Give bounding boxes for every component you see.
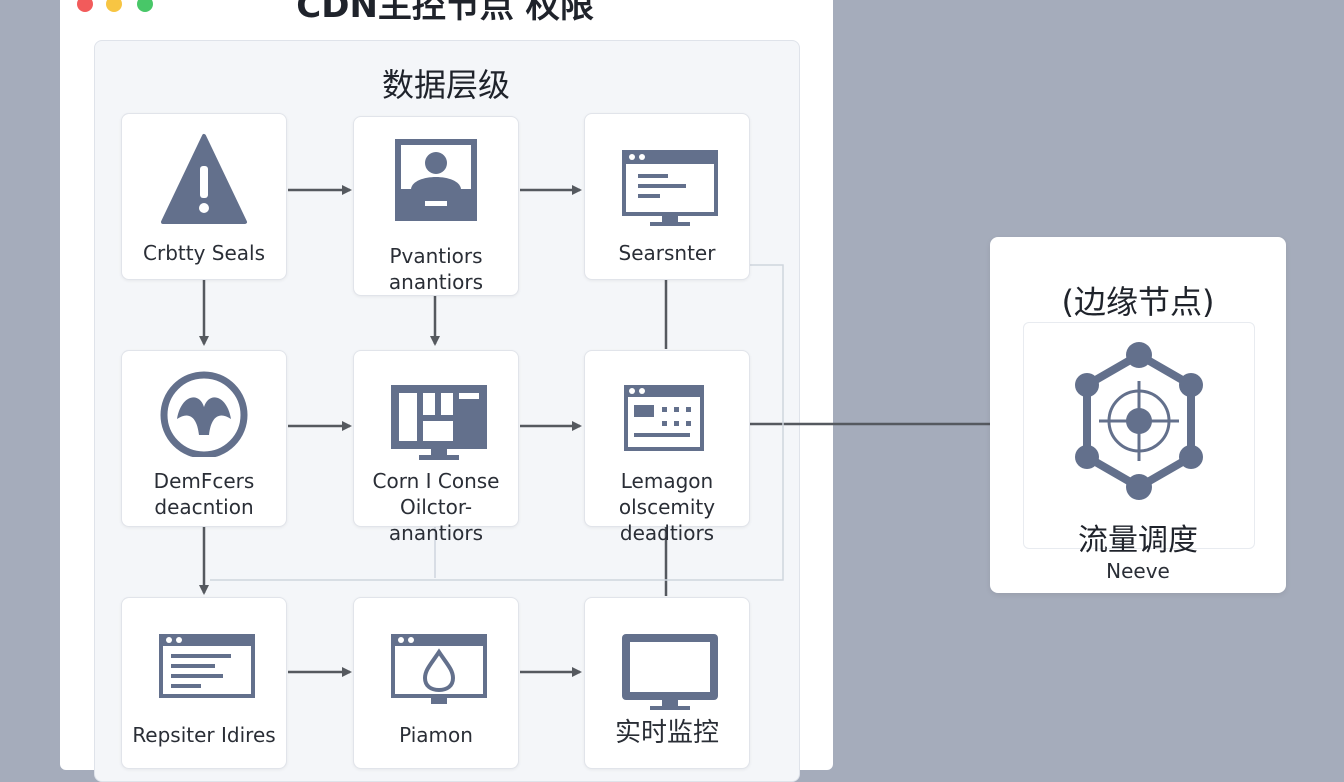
warning-triangle-icon [161,134,247,224]
edge-node-inner [1023,322,1255,549]
panel-title: 数据层级 [381,66,510,104]
node-piamon[interactable]: Piamon [353,597,519,769]
dashboard-window-icon [624,385,704,451]
node-label: Searsnter [618,241,716,265]
node-realtime-monitor[interactable]: 实时监控 [584,597,750,769]
grid-monitor-icon [391,385,487,460]
edge-node-label: 流量调度 [1078,523,1198,558]
node-label: Repsiter Idires [132,723,276,747]
node-searsnter[interactable]: Searsnter [584,113,750,280]
minimize-window-button[interactable] [106,0,122,12]
maximize-window-button[interactable] [137,0,153,12]
node-repsiter-idires[interactable]: Repsiter Idires [121,597,287,769]
node-label: Piamon [399,723,473,747]
window-title: CDN主控节点 权限 [296,0,594,26]
edge-node-card[interactable]: (边缘节点) 流量调度 Neeve [990,237,1286,593]
document-window-icon [159,634,255,698]
display-monitor-icon [622,150,718,226]
globe-emblem-icon [160,371,248,457]
network-hub-icon [1075,342,1203,500]
connector-line [210,264,784,581]
screen-monitor-icon [622,634,718,710]
node-label: 实时监控 [614,718,719,748]
edge-node-title: (边缘节点) [1061,283,1215,321]
user-monitor-icon [395,139,477,221]
drop-monitor-icon [391,634,487,704]
connector-layer [199,185,1020,677]
node-label: Crbtty Seals [143,241,265,265]
close-window-button[interactable] [77,0,93,12]
node-crbtty-seals[interactable]: Crbtty Seals [121,113,287,280]
edge-node-sublabel: Neeve [1106,559,1170,583]
